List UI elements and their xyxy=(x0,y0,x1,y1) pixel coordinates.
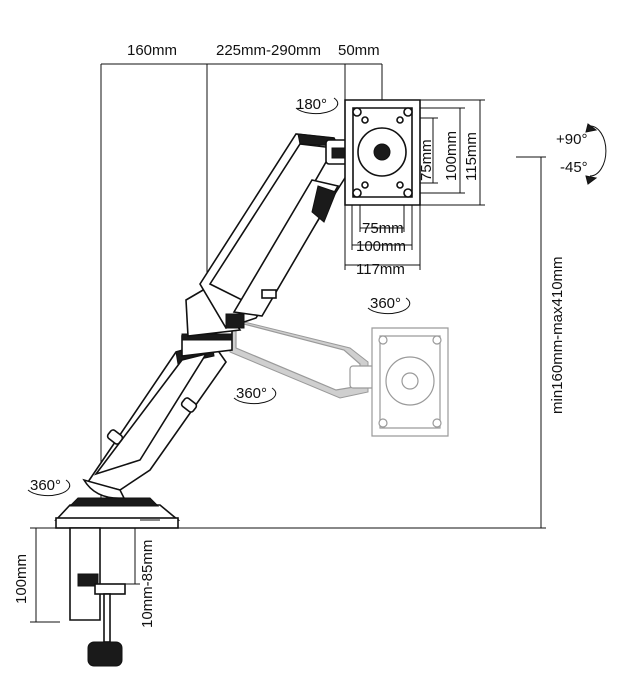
dim-desk-thickness: 10mm-85mm xyxy=(139,540,156,628)
rot-tilt-down: -45° xyxy=(560,159,588,176)
ghost-arm-segment xyxy=(227,317,379,399)
dim-100mm-horizontal: 100mm xyxy=(356,238,406,255)
rot-360-elbow: 360° xyxy=(236,385,267,402)
dim-75mm-vertical: 75mm xyxy=(418,139,435,181)
dim-clamp-100mm: 100mm xyxy=(13,554,30,604)
dim-117mm-horizontal: 117mm xyxy=(356,261,405,278)
rotation-arrows xyxy=(27,97,607,497)
dim-50mm: 50mm xyxy=(338,42,380,59)
vesa-plate xyxy=(344,99,421,206)
rot-180: 180° xyxy=(296,96,327,113)
dim-160mm: 160mm xyxy=(127,42,177,59)
ghost-vesa-plate xyxy=(371,327,449,437)
dim-115mm-vertical: 115mm xyxy=(463,132,480,181)
dim-height-range: min160mm-max410mm xyxy=(549,256,566,414)
dim-75mm-horizontal: 75mm xyxy=(362,220,404,237)
lower-arm xyxy=(82,341,227,499)
dim-225-290mm: 225mm-290mm xyxy=(216,42,321,59)
upper-arm xyxy=(199,133,351,329)
rot-tilt-up: +90° xyxy=(556,131,587,148)
rot-360-base: 360° xyxy=(30,477,61,494)
rot-360-head: 360° xyxy=(370,295,401,312)
base-clamp xyxy=(54,497,181,667)
dim-100mm-vertical: 100mm xyxy=(443,131,460,181)
